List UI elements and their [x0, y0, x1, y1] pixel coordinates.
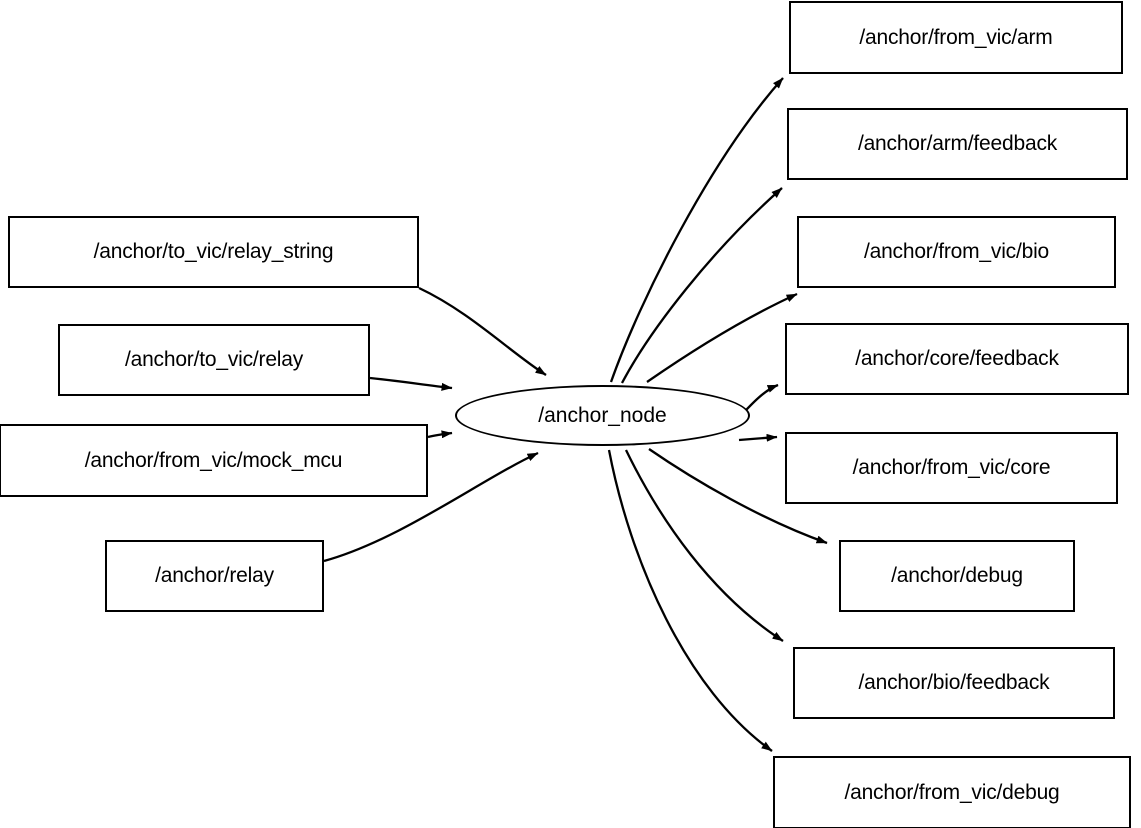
node-label: /anchor/core/feedback: [855, 347, 1059, 370]
node-label: /anchor/from_vic/arm: [859, 25, 1053, 49]
edge-anchor-node-to-arm-feedback: [620, 187, 783, 384]
node-anchor-node-label: /anchor_node: [538, 403, 667, 427]
node-anchor-to-vic-relay[interactable]: /anchor/to_vic/relay: [58, 324, 370, 396]
node-anchor-from-vic-arm[interactable]: /anchor/from_vic/arm: [789, 1, 1123, 74]
node-anchor-debug[interactable]: /anchor/debug: [839, 540, 1075, 612]
edge-anchor-node-to-from-vic-debug: [607, 449, 773, 752]
edge-anchor-node-to-debug: [648, 448, 828, 545]
node-anchor-from-vic-mock-mcu[interactable]: /anchor/from_vic/mock_mcu: [0, 424, 428, 497]
node-label: /anchor/debug: [891, 564, 1023, 587]
node-label: /anchor/relay: [155, 564, 274, 587]
node-anchor-arm-feedback[interactable]: /anchor/arm/feedback: [787, 108, 1128, 180]
node-label: /anchor/from_vic/bio: [863, 240, 1050, 263]
node-anchor-node[interactable]: /anchor_node: [455, 385, 750, 446]
node-label: /anchor/to_vic/relay_string: [93, 240, 334, 263]
node-anchor-from-vic-bio[interactable]: /anchor/from_vic/bio: [797, 216, 1116, 288]
edge-anchor-node-to-from-vic-core: [738, 433, 778, 442]
node-label: /anchor/from_vic/debug: [844, 780, 1060, 804]
edge-anchor-node-to-bio-feedback: [624, 449, 784, 642]
node-anchor-core-feedback[interactable]: /anchor/core/feedback: [785, 323, 1129, 395]
edge-anchor-node-to-from-vic-arm: [609, 77, 784, 383]
node-anchor-from-vic-debug[interactable]: /anchor/from_vic/debug: [773, 756, 1131, 828]
edge-relay-string-to-anchor-node: [418, 286, 547, 376]
node-anchor-bio-feedback[interactable]: /anchor/bio/feedback: [793, 647, 1115, 719]
node-label: /anchor/to_vic/relay: [124, 348, 304, 371]
edge-mock-mcu-to-anchor-node: [427, 430, 453, 439]
node-label: /anchor/from_vic/mock_mcu: [84, 448, 343, 472]
node-anchor-from-vic-core[interactable]: /anchor/from_vic/core: [785, 432, 1118, 504]
node-anchor-relay[interactable]: /anchor/relay: [105, 540, 324, 612]
node-label: /anchor/arm/feedback: [857, 132, 1058, 155]
node-label: /anchor/from_vic/core: [852, 456, 1051, 479]
edge-relay-to-anchor-node: [323, 451, 539, 563]
node-label: /anchor/bio/feedback: [858, 671, 1050, 694]
node-anchor-to-vic-relay-string[interactable]: /anchor/to_vic/relay_string: [8, 216, 419, 288]
edge-to-vic-relay-to-anchor-node: [369, 376, 453, 391]
edge-anchor-node-to-from-vic-bio: [646, 292, 798, 383]
